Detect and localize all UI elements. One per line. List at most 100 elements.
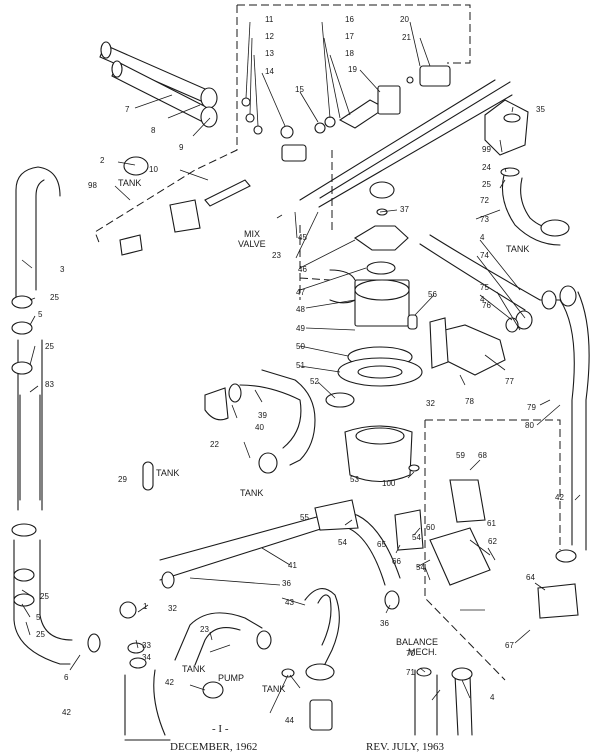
- note-pump: PUMP: [218, 673, 244, 683]
- part-label-34: 34: [142, 653, 151, 662]
- callout-notes: TANK TANK MIX VALVE TANK TANK TANK PUMP …: [118, 178, 529, 694]
- hose-45: [299, 79, 513, 208]
- part-label-36a: 36: [282, 579, 291, 588]
- part-label-51: 51: [296, 361, 305, 370]
- part-label-43: 43: [285, 598, 294, 607]
- part-label-72: 72: [480, 196, 489, 205]
- part-label-37: 37: [400, 205, 409, 214]
- part-label-98: 98: [88, 181, 97, 190]
- footer-revision: REV. JULY, 1963: [366, 741, 444, 753]
- part-label-33: 33: [142, 641, 151, 650]
- part-label-39: 39: [258, 411, 267, 420]
- part-label-8: 8: [151, 126, 156, 135]
- part-label-68: 68: [478, 451, 487, 460]
- footer-date: DECEMBER, 1962: [170, 741, 257, 753]
- part-label-52: 52: [310, 377, 319, 386]
- part-label-45: 45: [298, 233, 307, 242]
- part-label-6: 6: [64, 673, 69, 682]
- part-label-12: 12: [265, 32, 274, 41]
- bracket-98-assembly: [119, 179, 251, 256]
- part-label-11: 11: [265, 15, 274, 24]
- note-tank-top-right: TANK: [506, 244, 529, 254]
- part-label-3: 3: [60, 265, 65, 274]
- part-label-35: 35: [536, 105, 545, 114]
- part-label-80: 80: [525, 421, 534, 430]
- part-label-42a: 42: [555, 493, 564, 502]
- part-label-13: 13: [265, 49, 274, 58]
- part-label-44: 44: [285, 716, 294, 725]
- hose-pump: [174, 612, 263, 666]
- hose-83: [17, 339, 43, 511]
- hose-6: [13, 539, 73, 665]
- part-label-99: 99: [482, 145, 491, 154]
- footer: - I - DECEMBER, 1962 REV. JULY, 1963: [170, 723, 444, 753]
- mix-valve-assembly: [325, 181, 423, 483]
- part-label-42c: 42: [165, 678, 174, 687]
- hose-3: [15, 166, 61, 301]
- filler-pipes-7-8: [99, 41, 218, 128]
- part-label-79: 79: [527, 403, 536, 412]
- part-label-40: 40: [255, 423, 264, 432]
- part-label-14: 14: [265, 67, 274, 76]
- note-tank-top-left: TANK: [118, 178, 141, 188]
- balance-mech-dashed-boundary: [424, 419, 561, 681]
- part-label-23a: 23: [272, 251, 281, 260]
- part-label-20: 20: [400, 15, 409, 24]
- part-label-21: 21: [402, 33, 411, 42]
- hose-42-bottom: [124, 669, 171, 741]
- part-label-48: 48: [296, 305, 305, 314]
- hoses-70-71: [414, 669, 473, 736]
- part-label-42b: 42: [62, 708, 71, 717]
- part-label-100: 100: [382, 479, 396, 488]
- part-label-25b: 25: [45, 342, 54, 351]
- hose-43: [304, 588, 340, 671]
- hose-41: [159, 511, 401, 586]
- part-label-64: 64: [526, 573, 535, 582]
- part-label-54a: 54: [338, 538, 347, 547]
- note-balance: BALANCE: [396, 637, 438, 647]
- part-label-5a: 5: [38, 310, 43, 319]
- part-label-24: 24: [482, 163, 491, 172]
- part-label-32a: 32: [426, 399, 435, 408]
- part-label-75: 75: [480, 283, 489, 292]
- balance-mechanism: [314, 479, 579, 619]
- tank-connection-right: [429, 99, 577, 376]
- part-label-16: 16: [345, 15, 354, 24]
- part-label-10: 10: [149, 165, 158, 174]
- hose-39: [239, 369, 316, 466]
- part-label-83: 83: [45, 380, 54, 389]
- note-tank-bottom: TANK: [262, 684, 285, 694]
- part-label-67: 67: [505, 641, 514, 650]
- part-label-73: 73: [480, 215, 489, 224]
- footer-page-number: - I -: [212, 723, 229, 735]
- part-label-1: 1: [143, 602, 148, 611]
- part-label-66: 66: [392, 557, 401, 566]
- part-label-47: 47: [296, 288, 305, 297]
- part-label-65: 65: [377, 540, 386, 549]
- part-label-5b: 5: [36, 613, 41, 622]
- part-label-36b: 36: [380, 619, 389, 628]
- part-label-55: 55: [300, 513, 309, 522]
- note-tank-pump: TANK: [182, 664, 205, 674]
- top-dashed-boundary: [94, 4, 471, 246]
- part-label-46: 46: [298, 265, 307, 274]
- part-label-19: 19: [348, 65, 357, 74]
- part-label-62: 62: [488, 537, 497, 546]
- part-label-2: 2: [100, 156, 105, 165]
- part-label-4a: 4: [480, 233, 485, 242]
- part-label-29: 29: [118, 475, 127, 484]
- part-label-71: 71: [406, 668, 415, 677]
- part-label-49: 49: [296, 324, 305, 333]
- part-label-70: 70: [406, 649, 415, 658]
- note-mech: MECH.: [408, 647, 437, 657]
- part-label-41: 41: [288, 561, 297, 570]
- part-label-32b: 32: [168, 604, 177, 613]
- part-label-18: 18: [345, 49, 354, 58]
- part-label-60: 60: [426, 523, 435, 532]
- note-mix-valve-line1: MIX: [244, 229, 260, 239]
- part-label-17: 17: [345, 32, 354, 41]
- part-label-54c: 54: [416, 563, 425, 572]
- part-label-53: 53: [350, 475, 359, 484]
- valve-assembly-top: [241, 65, 451, 162]
